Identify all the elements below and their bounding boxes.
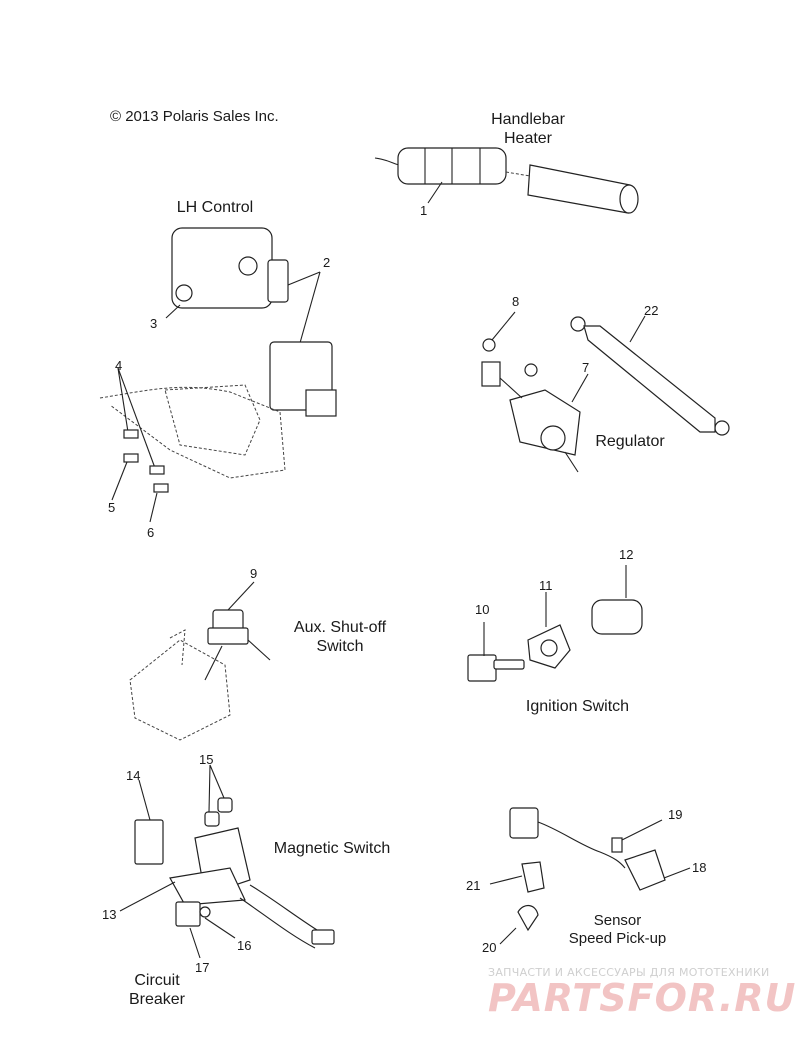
handlebar-heater-drawing (374, 147, 639, 214)
circuit-breaker-line1: Circuit (134, 972, 180, 989)
watermark-logo: PARTSFOR.RU (488, 976, 797, 1020)
callout-16: 16 (237, 938, 252, 953)
callout-18: 18 (692, 860, 707, 875)
callout-7: 7 (582, 360, 590, 375)
callout-8: 8 (512, 294, 520, 309)
regulator-drawing (481, 311, 730, 473)
callout-12: 12 (619, 547, 634, 562)
sensor-line1: Sensor (593, 912, 642, 929)
callout-13: 13 (102, 907, 117, 922)
watermark-caption: ЗАПЧАСТИ И АКСЕССУАРЫ ДЛЯ МОТОТЕХНИКИ (488, 966, 770, 979)
handlebar-heater-line2: Heater (503, 130, 553, 148)
callout-20: 20 (482, 940, 497, 955)
aux-shutoff-line1: Aux. Shut-off (293, 619, 387, 636)
copyright: © 2013 Polaris Sales Inc. (110, 108, 279, 125)
callout-22: 22 (644, 303, 659, 318)
regulator-title: Regulator (595, 433, 665, 450)
lh-control-drawing (99, 227, 337, 523)
callout-11: 11 (539, 578, 553, 593)
sensor-line2: Speed Pick-up (568, 930, 667, 947)
callout-15: 15 (199, 752, 214, 767)
handlebar-heater-title: Handlebar Heater (478, 110, 578, 148)
aux-shutoff-line2: Switch (316, 638, 364, 656)
callout-14: 14 (126, 768, 141, 783)
callout-17: 17 (195, 960, 210, 975)
ignition-switch-title: Ignition Switch (525, 698, 630, 715)
circuit-breaker-line2: Breaker (128, 991, 186, 1009)
callout-4: 4 (115, 358, 123, 373)
magnetic-switch-drawing (119, 764, 335, 959)
callout-9: 9 (250, 566, 258, 581)
circuit-breaker-title: Circuit Breaker (112, 971, 202, 1009)
ignition-switch-drawing (467, 565, 643, 682)
callout-6: 6 (147, 525, 155, 540)
aux-shutoff-switch-drawing (129, 581, 271, 741)
callout-3: 3 (150, 316, 158, 331)
lh-control-title: LH Control (176, 199, 254, 216)
callout-21: 21 (466, 878, 481, 893)
handlebar-heater-line1: Handlebar (491, 111, 565, 128)
sensor-title: Sensor Speed Pick-up (560, 912, 675, 948)
speed-sensor-drawing (489, 807, 691, 945)
callout-5: 5 (108, 500, 116, 515)
callout-1: 1 (420, 203, 428, 218)
aux-shutoff-title: Aux. Shut-off Switch (280, 618, 400, 656)
callout-10: 10 (475, 602, 490, 617)
callout-19: 19 (668, 807, 683, 822)
callout-2: 2 (323, 255, 331, 270)
magnetic-switch-title: Magnetic Switch (273, 840, 391, 857)
